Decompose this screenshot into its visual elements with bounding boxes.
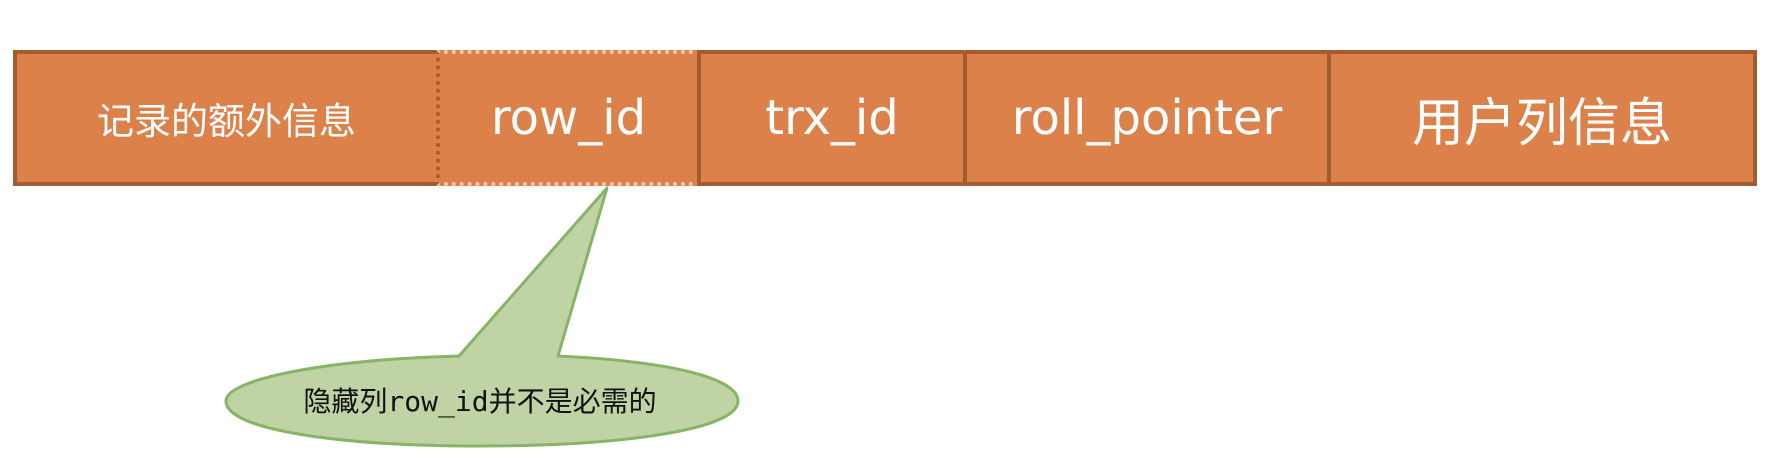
field-row-id: row_id bbox=[436, 50, 701, 186]
callout-text: 隐藏列row_id并不是必需的 bbox=[303, 385, 657, 418]
field-roll-pointer-label: roll_pointer bbox=[1011, 90, 1283, 146]
field-row-id-label: row_id bbox=[490, 90, 647, 146]
record-format-diagram: 记录的额外信息 row_id trx_id roll_pointer 用户列信息 bbox=[13, 50, 1757, 186]
field-trx-id: trx_id bbox=[697, 50, 967, 186]
field-extra-info-label: 记录的额外信息 bbox=[97, 100, 356, 143]
field-roll-pointer: roll_pointer bbox=[963, 50, 1331, 186]
callout-shape bbox=[224, 186, 740, 448]
field-extra-info: 记录的额外信息 bbox=[13, 50, 440, 186]
field-trx-id-label: trx_id bbox=[765, 90, 899, 146]
field-user-columns-label: 用户列信息 bbox=[1411, 93, 1672, 154]
field-user-columns: 用户列信息 bbox=[1327, 50, 1757, 186]
